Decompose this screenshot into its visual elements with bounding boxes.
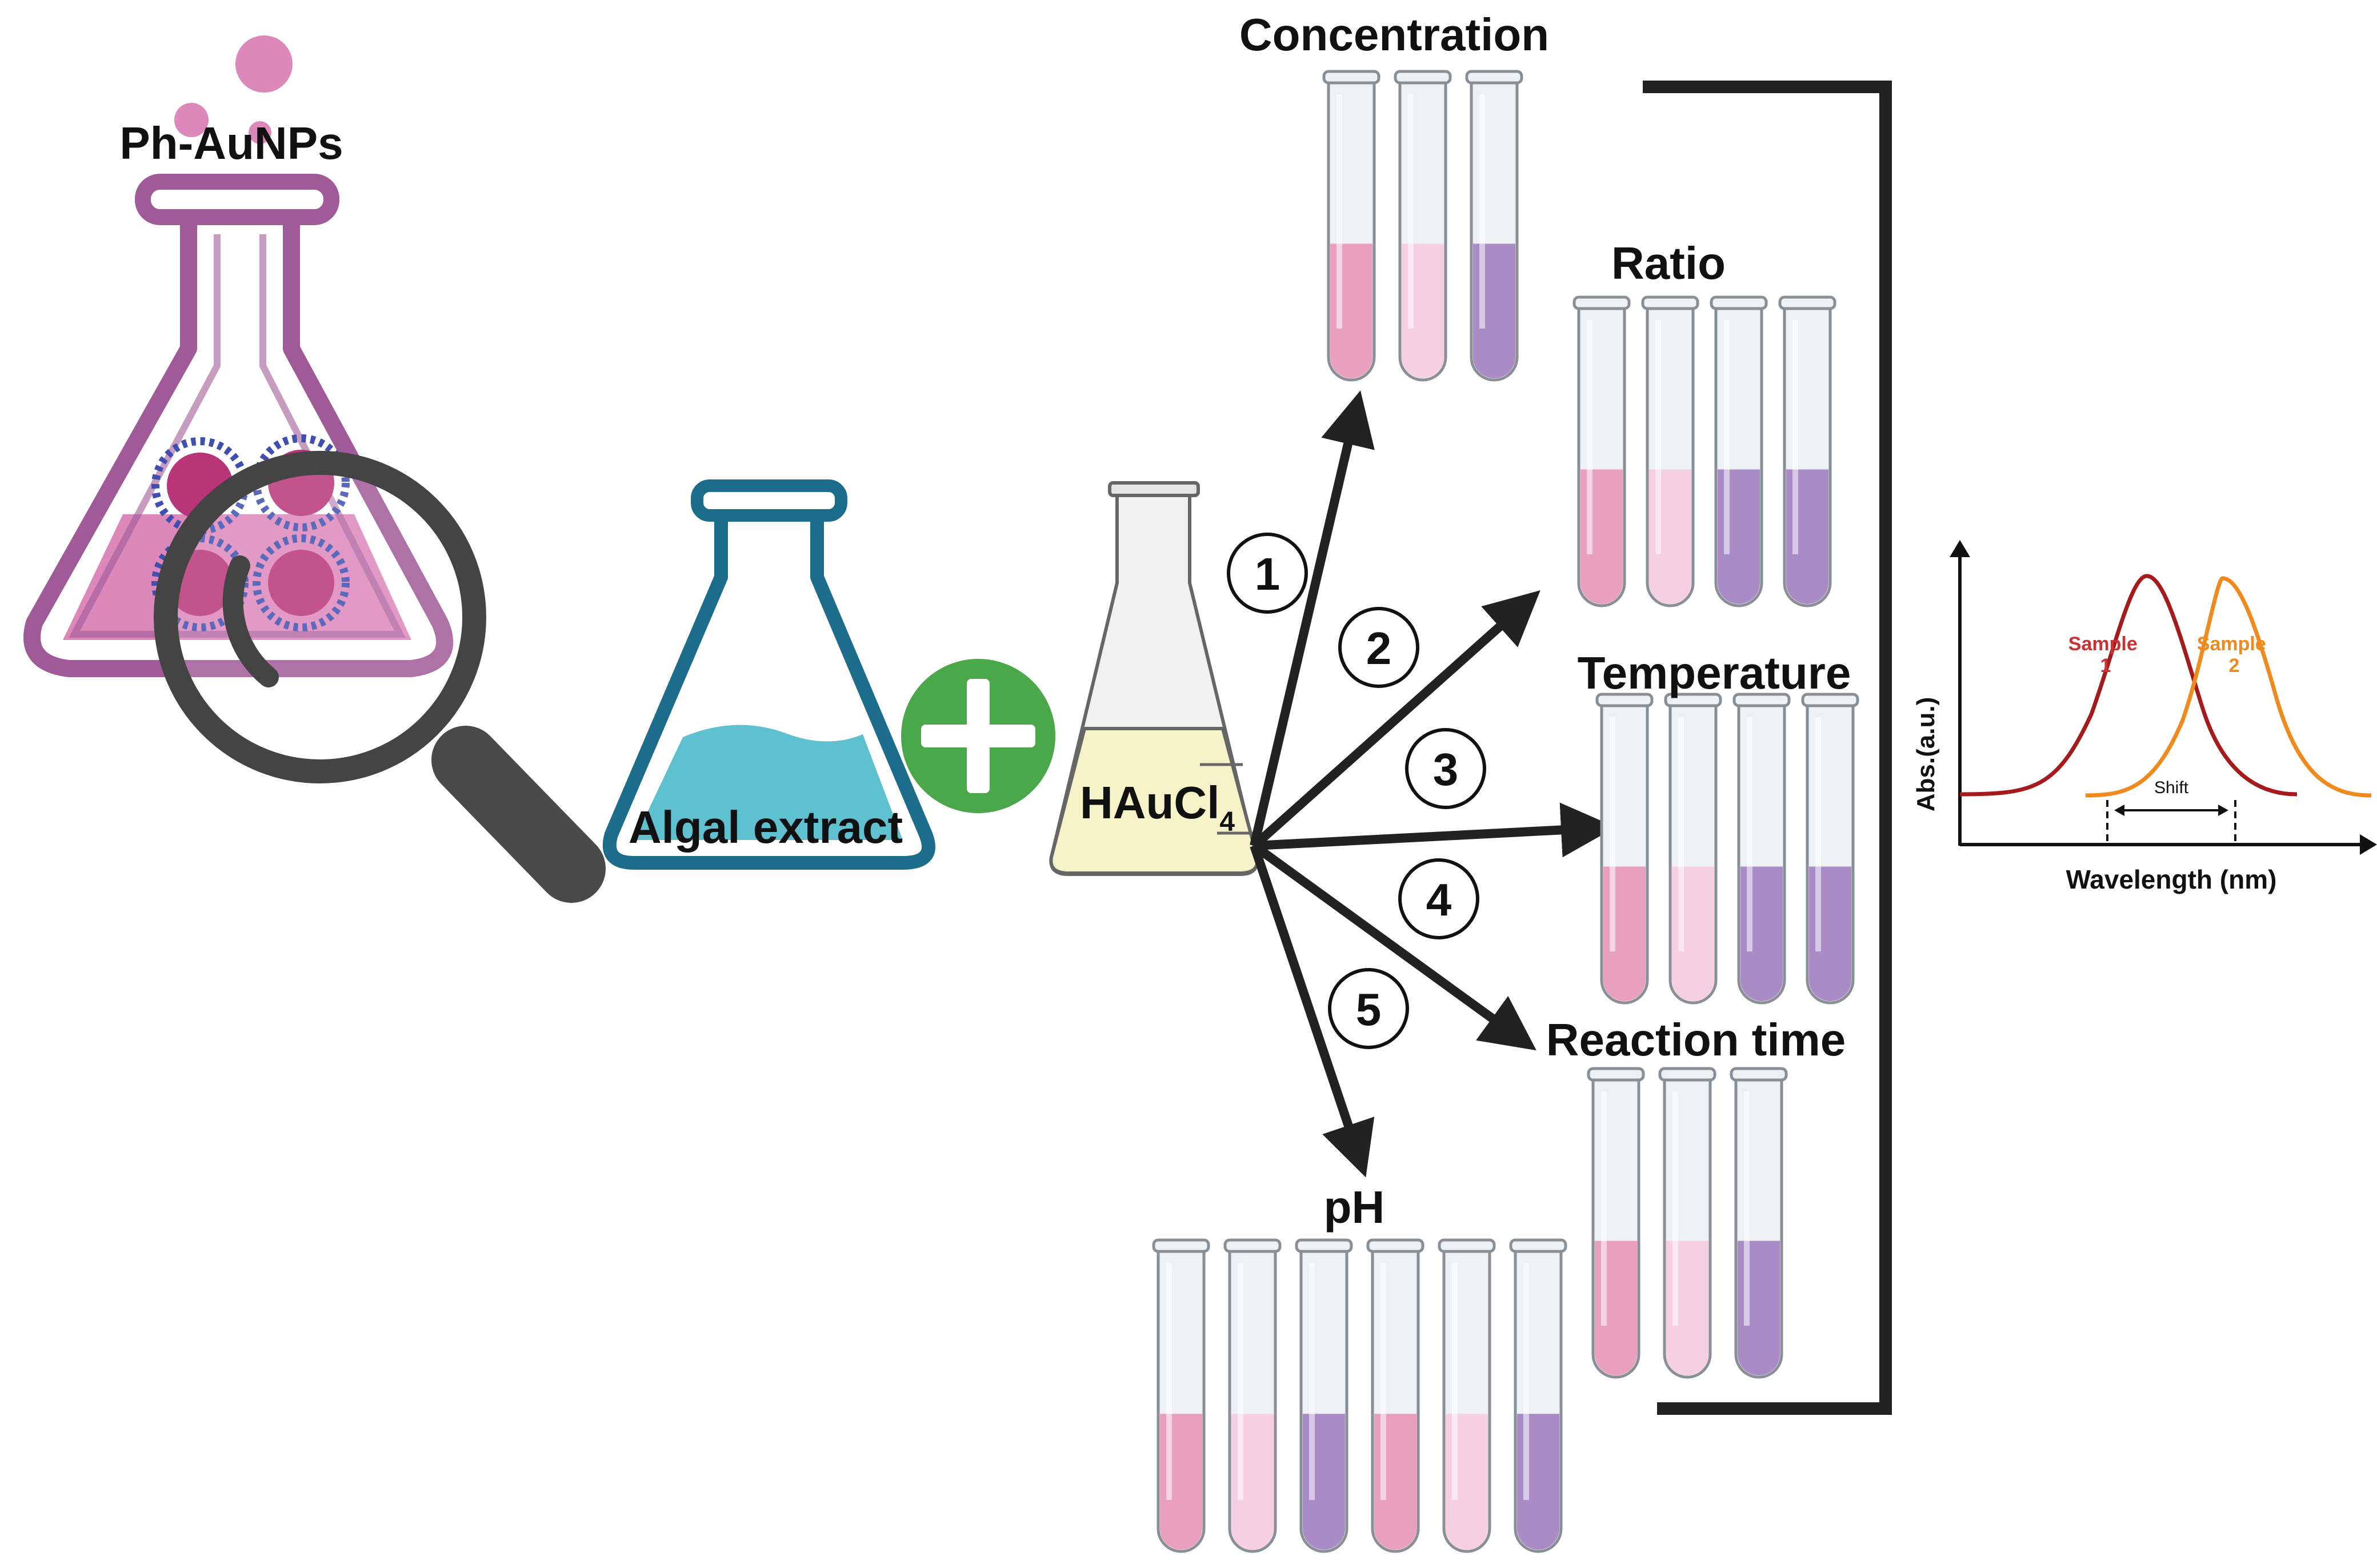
test-tube-icon [1732,693,1791,1005]
svg-text:3: 3 [1433,744,1459,795]
group-label-concentration: Concentration [1239,9,1549,60]
shift-label: Shift [2154,778,2189,797]
tube-group-reaction-time [1587,1067,1788,1379]
sample-2-curve [2085,576,2372,798]
group-label-temperature: Temperature [1578,647,1851,698]
algal-extract-flask: Algal extract [602,479,935,870]
step-circle-1: 1 [1227,533,1308,614]
test-tube-icon [1152,1238,1210,1553]
test-tube-icon [1295,1238,1353,1553]
step-markers: 1 2 3 4 5 [1227,533,1486,1049]
test-tube-icon [1730,1067,1788,1379]
tube-group-temperature [1595,693,1859,1005]
test-tube-icon [1658,1067,1716,1379]
step-circle-5: 5 [1328,968,1409,1049]
test-tube-icon [1664,693,1722,1005]
ph-aunps-label: Ph-AuNPs [119,118,343,169]
svg-text:5: 5 [1356,984,1382,1035]
sample-2-label: Sample 2 [2197,633,2271,677]
absorbance-spectrum: Shift Sample 1 Sample 2 Abs.(a.u.) Wavel… [1912,540,2377,894]
arrow-reaction-time [1251,842,1536,1051]
test-tube-icon [1322,70,1380,382]
bubble-icon [174,103,209,137]
x-axis-arrow-icon [2360,834,2377,855]
arrow-ratio [1251,590,1540,849]
haucl4-flask: HAuCl4 [1049,481,1259,876]
flask-rim [135,174,339,225]
test-tube-icon [1223,1238,1282,1553]
arrow-concentration [1250,390,1375,847]
algal-extract-label: Algal extract [629,802,903,853]
tube-group-concentration [1322,70,1523,382]
test-tube-icon [1641,295,1699,607]
sample-1-label: Sample 1 [2068,633,2143,677]
test-tube-icon [1509,1238,1567,1553]
group-label-ratio: Ratio [1611,238,1726,289]
bubble-icon [249,121,271,144]
y-axis-label: Abs.(a.u.) [1912,697,1940,811]
test-tube-icon [1587,1067,1645,1379]
test-tube-icon [1465,70,1523,382]
group-label-ph: pH [1324,1182,1385,1233]
algal-liquid [634,725,903,840]
svg-text:2: 2 [1366,623,1392,674]
bubble-icon [235,35,293,93]
svg-text:4: 4 [1426,874,1452,925]
step-circle-2: 2 [1338,607,1419,688]
test-tube-icon [1366,1238,1424,1553]
arrow-ph [1250,844,1375,1178]
test-tube-icon [1710,295,1768,607]
y-axis-arrow-icon [1950,540,1970,557]
test-tube-icon [1438,1238,1496,1553]
sample-1-curve [1959,574,2298,797]
tube-groups [1152,70,1859,1553]
test-tube-icon [1572,295,1631,607]
algal-flask-rim [691,479,847,522]
tube-group-ratio [1572,295,1836,607]
test-tube-icon [1778,295,1836,607]
test-tube-icon [1801,693,1859,1005]
bracket [1643,81,1892,1415]
group-label-reaction-time: Reaction time [1546,1014,1846,1065]
x-axis-label: Wavelength (nm) [2066,865,2277,894]
test-tube-icon [1394,70,1452,382]
haucl4-flask-rim [1108,481,1200,497]
arrow-temperature [1254,802,1616,858]
test-tube-icon [1595,693,1654,1005]
haucl4-label: HAuCl4 [1080,777,1235,837]
flask-outline [23,220,454,677]
magnifier-icon [154,451,606,903]
nanoparticle-icon [253,534,350,631]
algal-flask-outline [602,514,935,870]
svg-text:1: 1 [1255,549,1280,599]
plus-icon [901,659,1055,813]
tube-group-ph [1152,1238,1567,1553]
arrows [1250,390,1616,1178]
step-circle-4: 4 [1398,858,1479,939]
step-circle-3: 3 [1405,728,1486,809]
